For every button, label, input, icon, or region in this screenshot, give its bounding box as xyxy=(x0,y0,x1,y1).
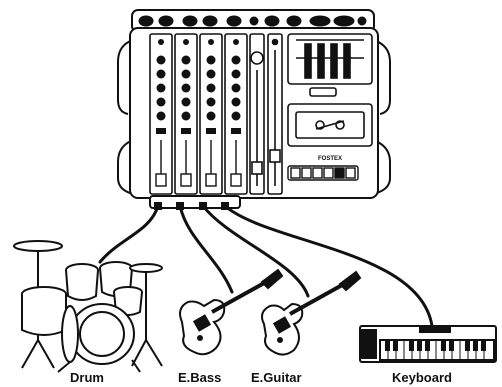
drum-kit xyxy=(13,240,163,373)
label-e-bass: E.Bass xyxy=(178,370,222,385)
cable-keyboard xyxy=(223,204,434,328)
label-keyboard: Keyboard xyxy=(392,370,452,385)
electric-guitar xyxy=(261,270,362,356)
channel-faders xyxy=(155,140,242,187)
cable-guitar xyxy=(201,204,310,298)
cassette-section xyxy=(287,33,373,147)
cable-bass xyxy=(178,204,234,294)
cables xyxy=(98,204,434,328)
master-section xyxy=(249,33,283,195)
cable-drum xyxy=(98,204,160,264)
cable-plugs xyxy=(154,202,229,210)
keyboard-black-keys xyxy=(385,340,486,351)
transport-buttons xyxy=(287,165,359,181)
top-strip-knobs xyxy=(138,15,367,27)
label-e-guitar: E.Guitar xyxy=(251,370,302,385)
label-drum: Drum xyxy=(70,370,104,385)
channel-knobs xyxy=(156,39,241,134)
brand-text: FOSTEX xyxy=(318,156,342,162)
electric-bass xyxy=(179,268,284,356)
